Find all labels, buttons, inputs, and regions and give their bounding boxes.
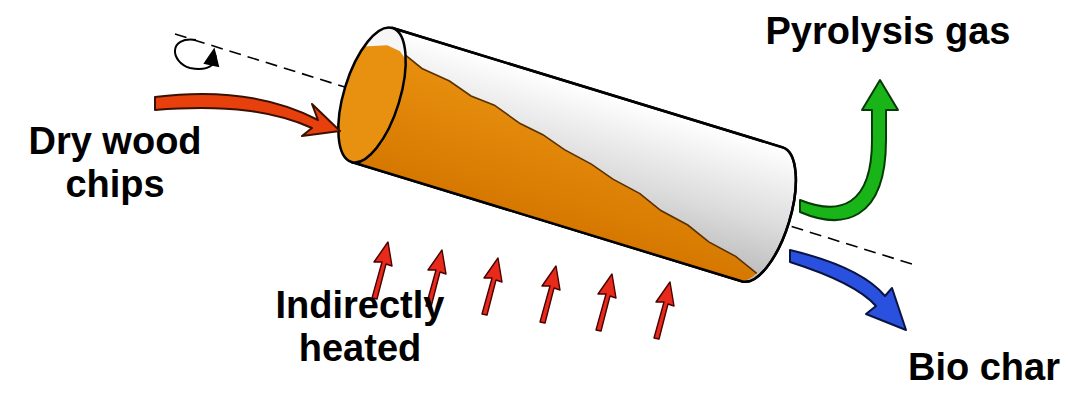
char-arrow — [790, 250, 906, 330]
rotation-symbol — [175, 40, 218, 69]
kiln-label: Bio char — [868, 346, 1060, 389]
gas-arrow — [800, 80, 898, 220]
kiln-label: Dry wood chips — [4, 120, 226, 205]
heat-arrow — [654, 282, 674, 339]
kiln-cylinder — [324, 20, 809, 290]
heat-arrow — [596, 274, 616, 331]
kiln-label: Indirectly heated — [240, 284, 480, 369]
heat-arrow — [482, 258, 502, 315]
kiln-label: Pyrolysis gas — [738, 10, 1038, 53]
heat-arrow — [540, 266, 560, 323]
